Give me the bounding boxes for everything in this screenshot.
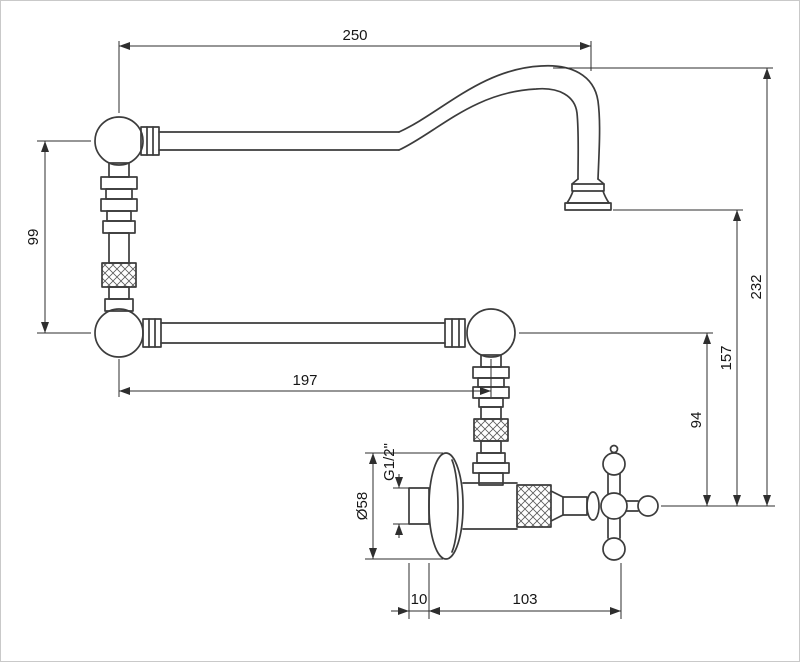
dimension-thread <box>393 474 409 538</box>
spout-outlet-rim <box>564 202 612 211</box>
dim-label-height-to-outlet: 157 <box>718 345 735 370</box>
upper-arm-collar <box>140 126 160 156</box>
dimension-labels: 250 99 197 94 157 232 Ø58 G1/2" 10 103 <box>25 27 765 608</box>
riser-column <box>100 162 138 312</box>
dim-label-wall-plate-thickness: 10 <box>411 591 428 608</box>
lower-right-ball-joint <box>466 308 516 358</box>
handle-hub <box>600 492 628 520</box>
handle-ball-bottom <box>602 537 626 561</box>
dim-label-riser-spacing: 99 <box>25 229 42 246</box>
spout <box>158 64 612 211</box>
dim-label-thread: G1/2" <box>381 443 398 481</box>
dim-label-spout-reach: 250 <box>342 27 367 44</box>
lower-left-ball-joint <box>94 308 144 358</box>
dimension-58 <box>365 452 443 560</box>
dimension-99 <box>37 140 91 334</box>
handle-finial <box>609 444 619 454</box>
handle-stem <box>562 496 588 516</box>
spout-tip-ring <box>571 183 605 192</box>
dim-label-arm-length: 197 <box>292 372 317 389</box>
handle-ball-top <box>602 452 626 476</box>
handle-ball-right <box>637 495 659 517</box>
body-column <box>472 354 510 486</box>
riser-knurled-band <box>101 262 137 288</box>
upper-swivel-joint <box>94 116 160 166</box>
spout-bell <box>566 190 610 204</box>
wall-mount <box>408 452 588 560</box>
spout-outer-curve <box>398 64 601 180</box>
faucet-outline <box>94 64 659 561</box>
wall-plate <box>408 487 430 525</box>
upper-ball-joint <box>94 116 144 166</box>
dimension-94 <box>519 332 713 506</box>
dimension-103 <box>429 563 622 619</box>
dim-label-handle-offset: 103 <box>512 591 537 608</box>
mount-flange <box>428 452 464 560</box>
dim-label-overall-height: 232 <box>748 274 765 299</box>
dimension-197 <box>118 359 492 397</box>
lower-arm <box>94 308 516 358</box>
dim-label-flange-diameter: Ø58 <box>354 492 371 520</box>
dim-label-height-to-lower-arm: 94 <box>688 412 705 429</box>
dimension-157 <box>613 209 743 506</box>
column-knurled-band <box>473 418 509 442</box>
spout-inner-curve <box>398 87 580 180</box>
valve-knurled-nut <box>516 484 552 528</box>
dimension-annotations <box>37 41 775 619</box>
dimension-250 <box>118 41 592 113</box>
cross-handle <box>586 444 659 561</box>
dimension-232 <box>553 67 775 507</box>
